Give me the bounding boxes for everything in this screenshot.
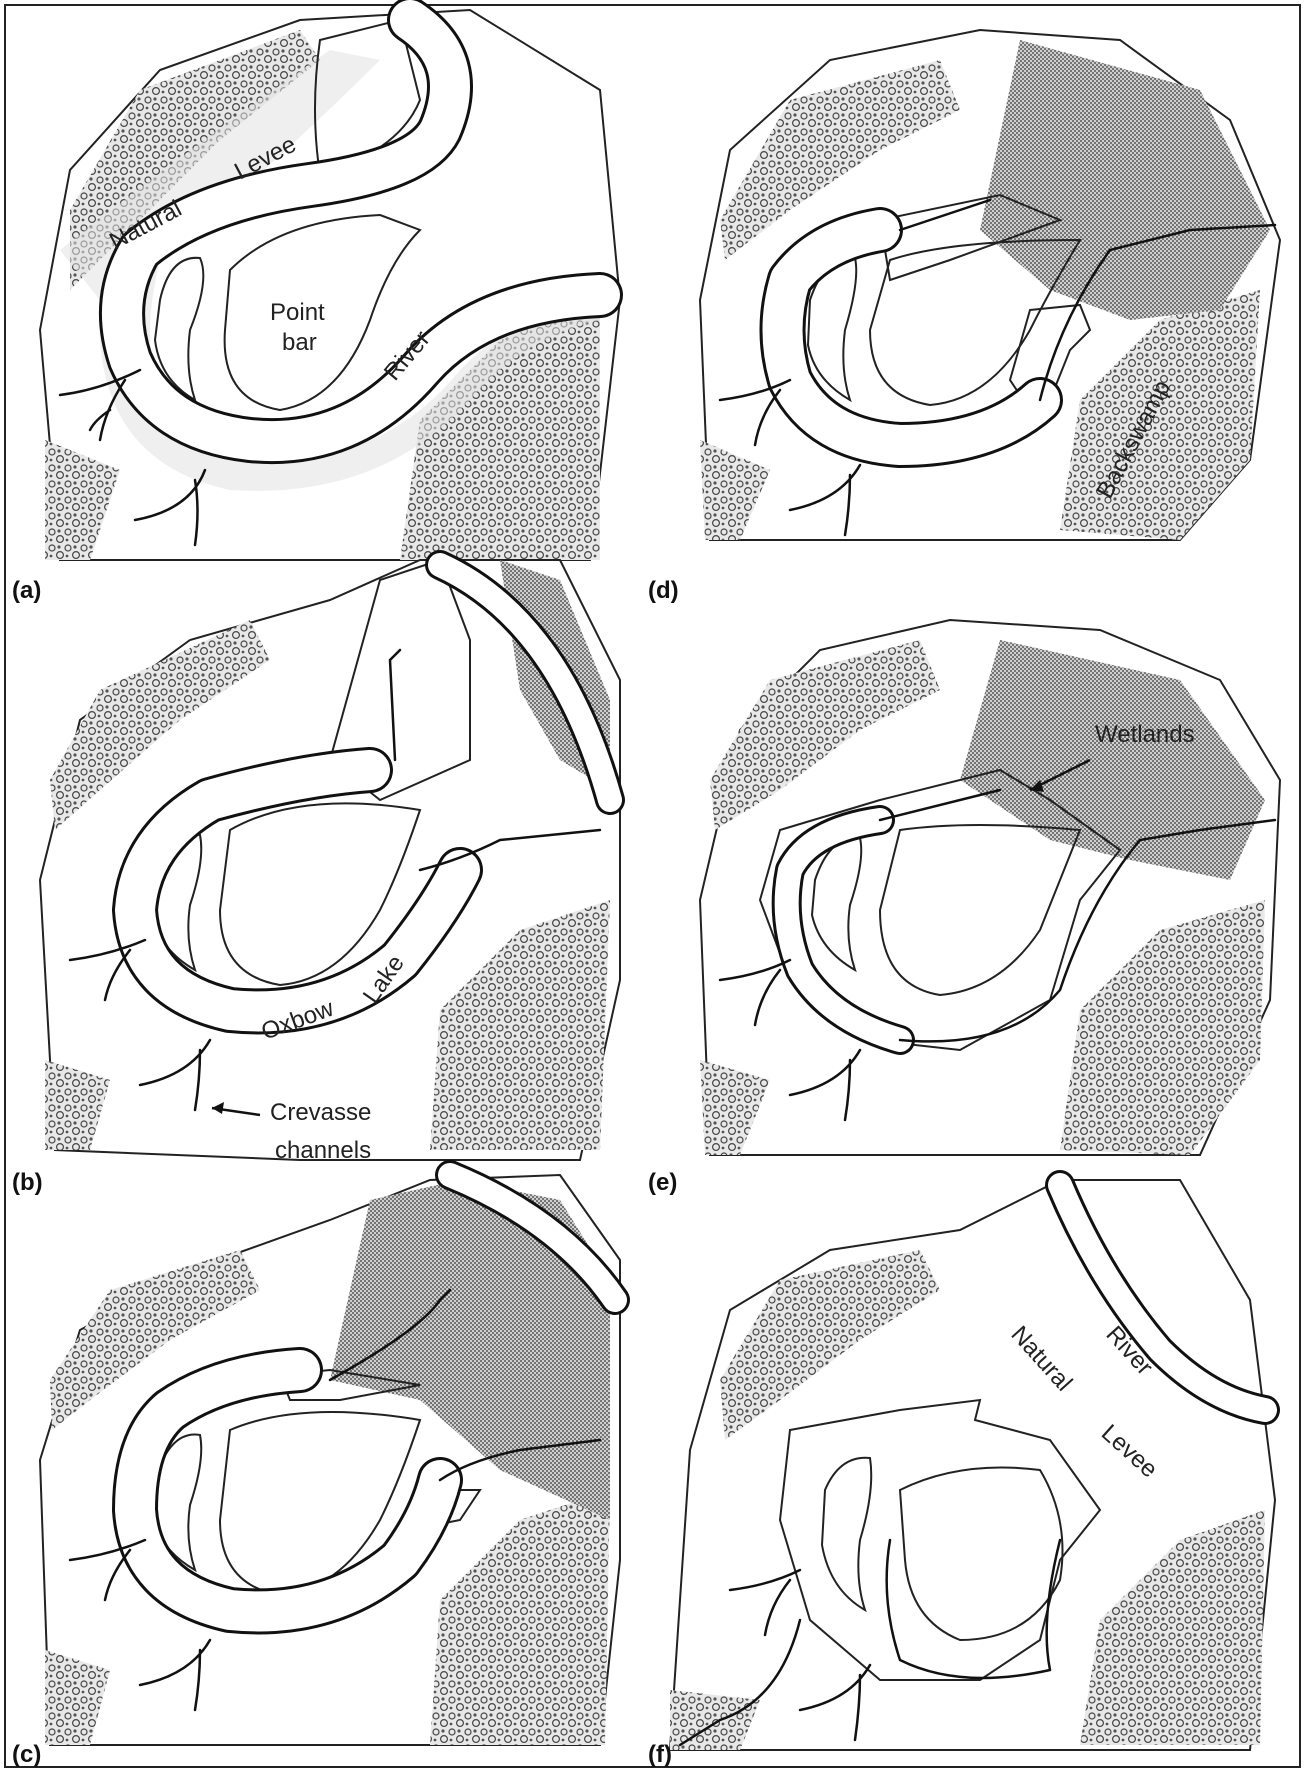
point-bar-d — [868, 238, 1082, 407]
backswamp-left — [50, 1250, 260, 1430]
backswamp-left — [50, 620, 270, 830]
panel-label-e: (e) — [648, 1169, 677, 1196]
backswamp-left — [720, 60, 960, 260]
backswamp-lower-left — [45, 1650, 110, 1745]
backswamp-upper-right — [960, 640, 1265, 880]
backswamp-upper-right — [980, 40, 1270, 320]
point-bar-e — [878, 824, 1082, 997]
crevasse-channels-d — [718, 198, 1277, 537]
wetland-patch-d — [878, 193, 1063, 282]
backswamp-right — [430, 1490, 610, 1745]
backswamp-lower-left — [700, 1060, 770, 1155]
levee-band — [60, 50, 600, 491]
panel-f: Natural River Levee (f) — [648, 1170, 1280, 1768]
inner-bar-f — [820, 1456, 873, 1613]
panel-c: (c) — [12, 1160, 630, 1768]
inner-bar-e — [810, 836, 863, 973]
backswamp-lower-left — [45, 440, 120, 560]
point-bar-b — [218, 802, 422, 987]
panel-label-b: (b) — [12, 1169, 43, 1196]
backswamp-left — [720, 1250, 940, 1440]
backswamp-right — [1080, 1510, 1265, 1745]
backswamp-right — [400, 300, 600, 560]
wetland-area-f — [778, 1398, 1102, 1681]
crevasse-channels-f — [678, 1538, 1062, 1747]
label-levee-f: Levee — [1096, 1419, 1163, 1483]
point-bar-a — [223, 213, 422, 412]
backswamp-right — [1060, 290, 1260, 540]
backswamp-lower-left — [670, 1690, 760, 1750]
label-channels: channels — [275, 1137, 371, 1164]
panel-label-c: (c) — [12, 1741, 41, 1768]
panel-label-f: (f) — [648, 1741, 672, 1768]
point-bar-f — [898, 1466, 1064, 1642]
label-bar: bar — [282, 329, 317, 356]
panel-d: Backswamp (d) — [648, 28, 1282, 604]
backswamp-right — [1060, 900, 1265, 1155]
panel-label-a: (a) — [12, 577, 41, 604]
panel-e: Wetlands (e) — [648, 618, 1282, 1196]
backswamp-left — [710, 640, 940, 830]
label-point: Point — [270, 299, 325, 326]
floodplain-area — [38, 8, 622, 561]
label-wetlands: Wetlands — [1095, 721, 1195, 748]
crevasse-channels-b — [68, 648, 602, 1112]
label-natural-f: Natural — [1006, 1321, 1078, 1397]
upper-bar-c — [330, 1180, 610, 1520]
panel-a: Natural Levee Point bar River (a) — [12, 0, 623, 604]
inner-bar-a — [153, 256, 205, 403]
crevasse-channels-a — [58, 368, 207, 547]
wetland-patch-d2 — [1008, 303, 1092, 412]
backswamp-lower-left — [45, 1060, 110, 1150]
panel-label-d: (d) — [648, 577, 679, 604]
backswamp-right — [430, 900, 610, 1150]
crevasse-channels-e — [718, 788, 1277, 1122]
label-crevasse: Crevasse — [270, 1099, 371, 1126]
backswamp-lower-left — [700, 440, 770, 540]
crevasse-channels-c — [68, 1288, 602, 1712]
river-channel-f — [1045, 1170, 1280, 1425]
panel-b: Oxbow Lake Crevasse channels (b) — [12, 550, 625, 1196]
point-bar-c — [218, 1411, 422, 1597]
